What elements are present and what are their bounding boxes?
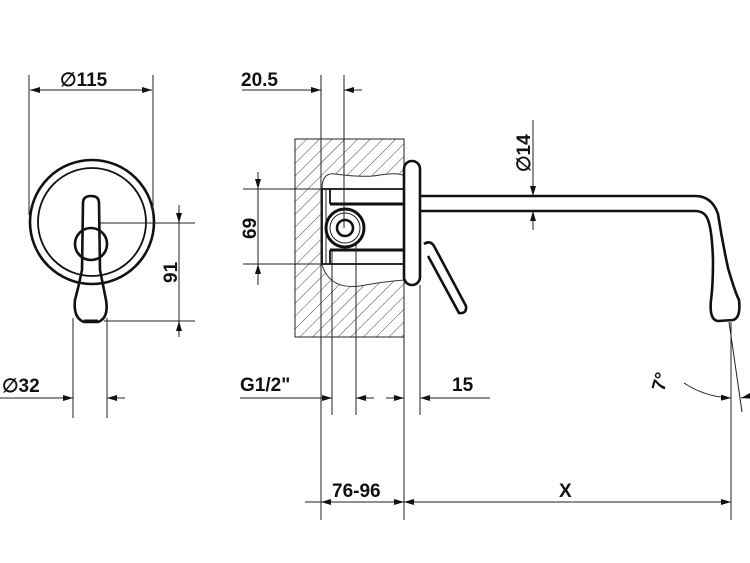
label-wall-depth: 76-96	[332, 481, 381, 502]
label-body-height: 69	[240, 218, 261, 239]
label-handle-height: 91	[161, 261, 182, 283]
lever	[423, 241, 468, 315]
handle-lever	[73, 194, 108, 324]
dimension-wall-offset: 20.5	[241, 70, 362, 370]
label-spout-angle: 7°	[649, 370, 674, 393]
spout	[420, 194, 741, 323]
dimension-wall-depth: 76-96	[305, 337, 405, 520]
handle-hub	[73, 226, 109, 262]
label-connection: G1/2"	[240, 375, 290, 396]
front-view: ∅115 91 ∅32	[0, 70, 195, 418]
dimension-connection: G1/2"	[240, 245, 374, 415]
dimension-body-height: 69	[240, 172, 322, 285]
label-spout-diameter: ∅14	[514, 134, 535, 172]
dimension-spout-projection: X	[404, 322, 732, 520]
label-handle-diameter: ∅32	[2, 376, 40, 397]
label-spout-projection: X	[559, 481, 572, 502]
rosette	[28, 158, 156, 286]
valve-body	[321, 188, 404, 265]
dimension-handle-diameter: ∅32	[0, 318, 125, 418]
side-view: 20.5 69 G1/2" 15	[240, 70, 750, 520]
label-wall-offset: 20.5	[241, 70, 278, 91]
dimension-flange-thickness: 15	[386, 285, 490, 415]
dimension-rosette-diameter: ∅115	[28, 70, 154, 215]
flange	[402, 159, 422, 287]
label-flange-thickness: 15	[452, 375, 474, 396]
dimension-spout-diameter: ∅14	[514, 120, 536, 230]
dimension-spout-angle: 7°	[649, 321, 750, 413]
label-rosette-diameter: ∅115	[60, 70, 108, 91]
dimension-handle-height: 91	[100, 205, 195, 337]
